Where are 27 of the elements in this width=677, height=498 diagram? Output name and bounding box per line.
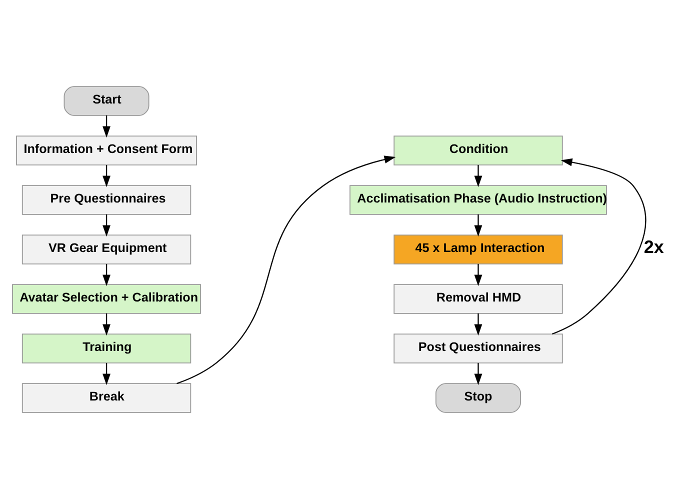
arrow [102, 114, 110, 138]
node-box: Condition [394, 135, 563, 165]
node-box: Post Questionnaires [394, 333, 563, 363]
node-box: Break [22, 382, 192, 412]
arrow [474, 263, 482, 286]
node-box: VR Gear Equipment [22, 234, 192, 264]
node-box: Start [64, 86, 150, 116]
arrow [102, 164, 110, 187]
arrow [102, 214, 110, 236]
node-box: Stop [435, 382, 521, 412]
node-box: Information + Consent Form [16, 135, 197, 165]
arrow [176, 155, 396, 384]
arrow [474, 362, 482, 385]
node-box: Removal HMD [394, 284, 563, 314]
arrow [102, 263, 110, 286]
edge-label: 2x [644, 236, 664, 257]
arrow [474, 214, 482, 236]
node-box: Pre Questionnaires [22, 184, 192, 214]
arrow [474, 164, 482, 187]
node-box: Training [22, 333, 192, 363]
node-box: 45 x Lamp Interaction [394, 234, 563, 264]
node-box: Acclimatisation Phase (Audio Instruction) [350, 184, 607, 214]
arrow [102, 362, 110, 385]
arrow [102, 312, 110, 336]
node-box: Avatar Selection + Calibration [12, 284, 202, 314]
arrow [552, 158, 646, 334]
arrow [474, 312, 482, 336]
